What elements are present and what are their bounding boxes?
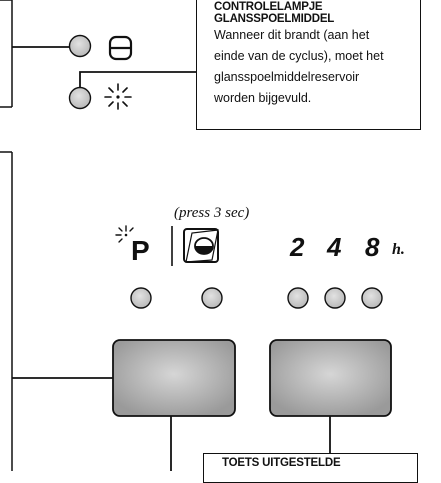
upper-panel-frame (0, 0, 70, 108)
press-3-sec-label: (press 3 sec) (174, 205, 250, 221)
delay-hour-8: 8 (365, 232, 380, 262)
rinse-aid-leader-line (79, 71, 196, 87)
delay-hour-2: 2 (290, 232, 305, 262)
delay-led-8h (361, 287, 383, 309)
delay-start-callout-title: TOETS UITGESTELDE (222, 457, 341, 469)
half-load-led (201, 287, 223, 309)
program-button[interactable] (112, 339, 236, 417)
hour-unit-label: h. (392, 241, 405, 258)
program-letter: P (131, 235, 150, 266)
rinse-aid-callout-body-line3: glansspoelmiddelreservoir (214, 70, 360, 84)
rinse-aid-callout: CONTROLELAMPJE GLANSSPOELMIDDEL Wanneer … (196, 0, 421, 130)
control-panel-diagram: CONTROLELAMPJE GLANSSPOELMIDDEL Wanneer … (0, 0, 421, 483)
lower-panel-frame (0, 151, 113, 471)
delay-start-callout: TOETS UITGESTELDE (203, 453, 418, 483)
rinse-aid-callout-title-line1: CONTROLELAMPJE (214, 1, 323, 13)
program-sparkle-icon (115, 225, 134, 243)
rinse-aid-sparkle-icon (104, 83, 132, 110)
delay-hour-4: 4 (327, 232, 342, 262)
delay-led-4h (324, 287, 346, 309)
rinse-aid-callout-body-line1: Wanneer dit brandt (aan het (214, 28, 370, 42)
salt-led (68, 34, 92, 58)
rinse-aid-callout-title-line2: GLANSSPOELMIDDEL (214, 13, 335, 25)
rinse-aid-callout-body-line4: worden bijgevuld. (214, 91, 312, 105)
delay-start-button[interactable] (269, 339, 392, 417)
half-load-icon (183, 228, 219, 263)
delay-led-2h (287, 287, 309, 309)
rinse-aid-callout-body-line2: einde van de cyclus), moet het (214, 49, 384, 63)
rinse-aid-led (68, 86, 92, 110)
salt-indicator-icon (108, 35, 133, 61)
program-led (130, 287, 152, 309)
